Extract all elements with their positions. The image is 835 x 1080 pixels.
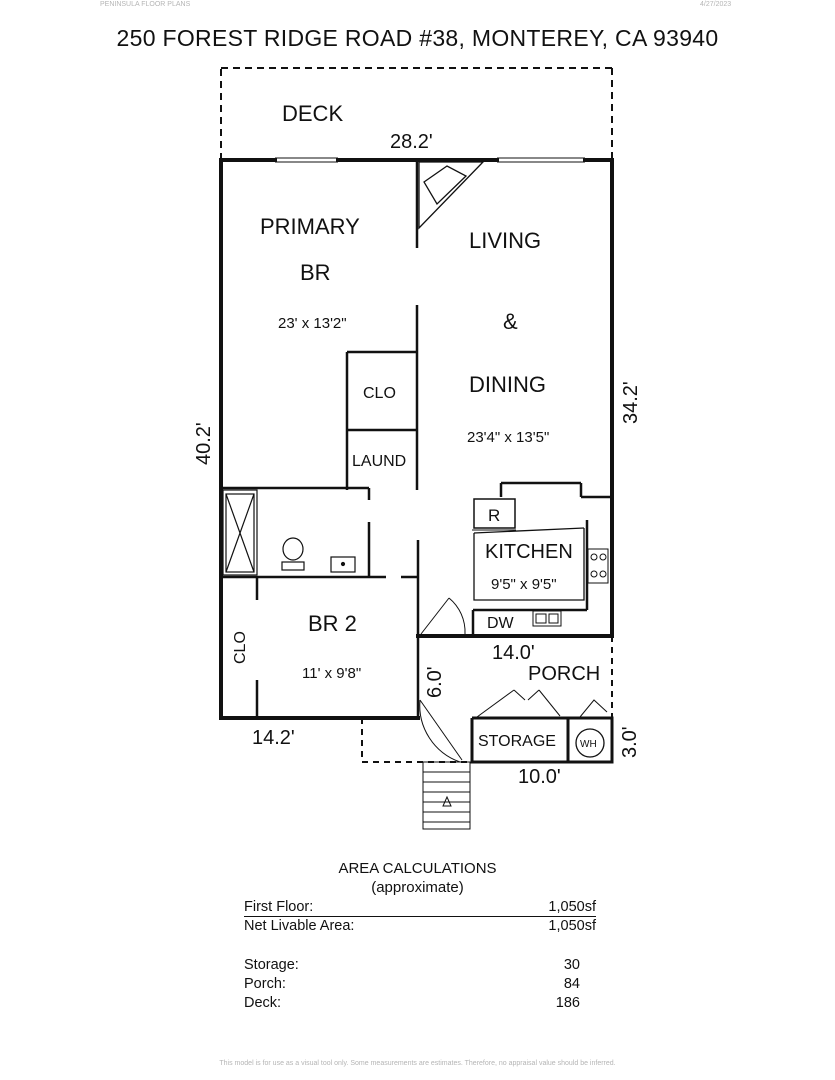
label-living-amp: & bbox=[503, 309, 518, 334]
area-label: Net Livable Area: bbox=[244, 918, 355, 934]
label-kitchen: KITCHEN bbox=[485, 541, 573, 563]
area-row-porch: Porch: 84 bbox=[244, 976, 596, 994]
toilet-icon bbox=[281, 537, 305, 571]
area-value: 84 bbox=[563, 976, 580, 992]
stairs bbox=[422, 761, 471, 830]
area-row-net-livable: Net Livable Area: 1,050sf bbox=[244, 918, 596, 936]
area-row-deck: Deck: 186 bbox=[244, 995, 596, 1013]
label-storage: STORAGE bbox=[478, 733, 556, 750]
label-primary-line2: BR bbox=[300, 260, 331, 285]
exterior-walls bbox=[219, 158, 614, 720]
area-label: First Floor: bbox=[244, 899, 314, 915]
label-kitchen-dims: 9'5" x 9'5" bbox=[491, 576, 557, 593]
dim-deck-width: 28.2' bbox=[390, 131, 433, 153]
shower-icon bbox=[222, 489, 258, 576]
doors bbox=[419, 597, 608, 763]
bath-sink-icon bbox=[330, 556, 356, 573]
area-value: 1,050sf bbox=[548, 899, 596, 915]
dim-porch-depth: 6.0' bbox=[424, 666, 446, 698]
label-clo-br2: CLO bbox=[232, 631, 249, 664]
dim-right-depth: 34.2' bbox=[620, 381, 642, 424]
water-heater-icon bbox=[575, 728, 605, 758]
label-primary-line1: PRIMARY bbox=[260, 214, 360, 239]
dim-storage-depth: 3.0' bbox=[619, 726, 641, 758]
area-value: 186 bbox=[555, 995, 580, 1011]
storage-walls bbox=[470, 716, 614, 764]
area-label: Deck: bbox=[244, 995, 282, 1011]
label-deck: DECK bbox=[282, 101, 343, 126]
label-primary-dims: 23' x 13'2" bbox=[278, 315, 347, 332]
label-wh: WH bbox=[580, 739, 597, 750]
area-calculations-heading: AREA CALCULATIONS (approximate) bbox=[0, 859, 835, 897]
area-label: Porch: bbox=[244, 976, 286, 992]
area-value: 30 bbox=[563, 957, 580, 973]
floor-plan: DECK PRIMARY BR 23' x 13'2" LIVING & DIN… bbox=[193, 67, 642, 830]
label-refrigerator: R bbox=[488, 506, 500, 525]
fireplace-icon bbox=[418, 161, 485, 230]
brand-label: PENINSULA FLOOR PLANS bbox=[100, 1, 191, 8]
label-br2: BR 2 bbox=[308, 611, 357, 636]
deck-outline bbox=[220, 67, 613, 160]
label-porch: PORCH bbox=[528, 663, 600, 685]
stove-icon bbox=[587, 548, 609, 584]
refrigerator-box bbox=[473, 498, 516, 529]
disclaimer-footer: This model is for use as a visual tool o… bbox=[219, 1060, 616, 1067]
dim-storage-width: 10.0' bbox=[518, 766, 561, 788]
area-value: 1,050sf bbox=[548, 918, 596, 934]
label-living-dims: 23'4" x 13'5" bbox=[467, 429, 549, 446]
label-clo-primary: CLO bbox=[363, 385, 396, 402]
dim-porch-width: 14.0' bbox=[492, 642, 535, 664]
property-address-title: 250 FOREST RIDGE ROAD #38, MONTEREY, CA … bbox=[116, 25, 719, 51]
date-label: 4/27/2023 bbox=[700, 1, 732, 8]
dim-left-depth: 40.2' bbox=[193, 422, 215, 465]
kitchen-counter bbox=[473, 527, 585, 601]
area-row-first-floor: First Floor: 1,050sf bbox=[244, 899, 596, 917]
label-laund: LAUND bbox=[352, 453, 406, 470]
area-label: Storage: bbox=[244, 957, 299, 973]
label-dw: DW bbox=[487, 615, 515, 632]
kitchen-sink-icon bbox=[532, 610, 562, 627]
label-living-line1: LIVING bbox=[469, 228, 541, 253]
label-br2-dims: 11' x 9'8" bbox=[302, 665, 361, 682]
dim-bottom-left: 14.2' bbox=[252, 727, 295, 749]
area-heading-line1: AREA CALCULATIONS bbox=[338, 860, 497, 877]
windows bbox=[275, 157, 585, 163]
interior-walls bbox=[221, 160, 612, 718]
area-row-storage: Storage: 30 bbox=[244, 957, 596, 975]
label-living-line2: DINING bbox=[469, 372, 546, 397]
area-heading-line2: (approximate) bbox=[371, 879, 464, 896]
